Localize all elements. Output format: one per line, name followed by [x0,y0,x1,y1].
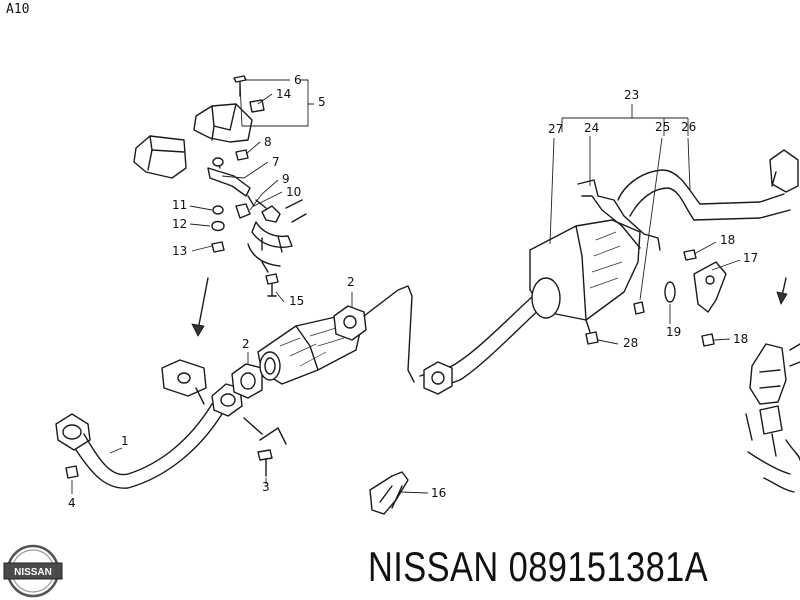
callout-c4: 4 [68,496,76,510]
nissan-logo: NISSAN [3,544,63,598]
callout-c7: 7 [272,155,280,169]
rear-muffler-assembly [529,149,799,347]
callout-c28: 28 [623,336,638,350]
direction-arrows [191,277,788,337]
callout-c3: 3 [262,480,270,494]
callout-c18a: 18 [720,233,735,247]
callout-c27: 27 [548,122,563,136]
callout-c16: 16 [431,486,446,500]
callout-c23: 23 [624,88,639,102]
callout-c10: 10 [286,185,301,199]
brand-part-number: NISSAN 089151381A [368,543,709,590]
callout-c17: 17 [743,251,758,265]
callout-c2b: 2 [242,337,250,351]
callout-c12: 12 [172,217,187,231]
callout-c11: 11 [172,198,187,212]
callout-c6: 6 [294,73,302,87]
callout-c1: 1 [121,434,129,448]
callout-c15: 15 [289,294,304,308]
leader-lines [71,79,741,494]
front-exhaust-pipe [55,359,287,489]
center-pipe [363,285,549,395]
callout-c13: 13 [172,244,187,258]
callout-c2a: 2 [347,275,355,289]
callout-c18b: 18 [733,332,748,346]
callout-c8: 8 [264,135,272,149]
callout-c26: 26 [681,120,696,134]
bracket-16 [369,471,409,515]
callout-c5: 5 [318,95,326,109]
callout-c14: 14 [276,87,291,101]
callout-c25: 25 [655,120,670,134]
diagram-code-label: A10 [6,2,30,17]
mounting-bracket-assembly [133,75,307,297]
callout-c9: 9 [282,172,290,186]
catalytic-converter [257,305,367,385]
right-edge-assembly [745,343,800,493]
callout-c24: 24 [584,121,599,135]
logo-word: NISSAN [14,567,52,578]
callout-c19: 19 [666,325,681,339]
